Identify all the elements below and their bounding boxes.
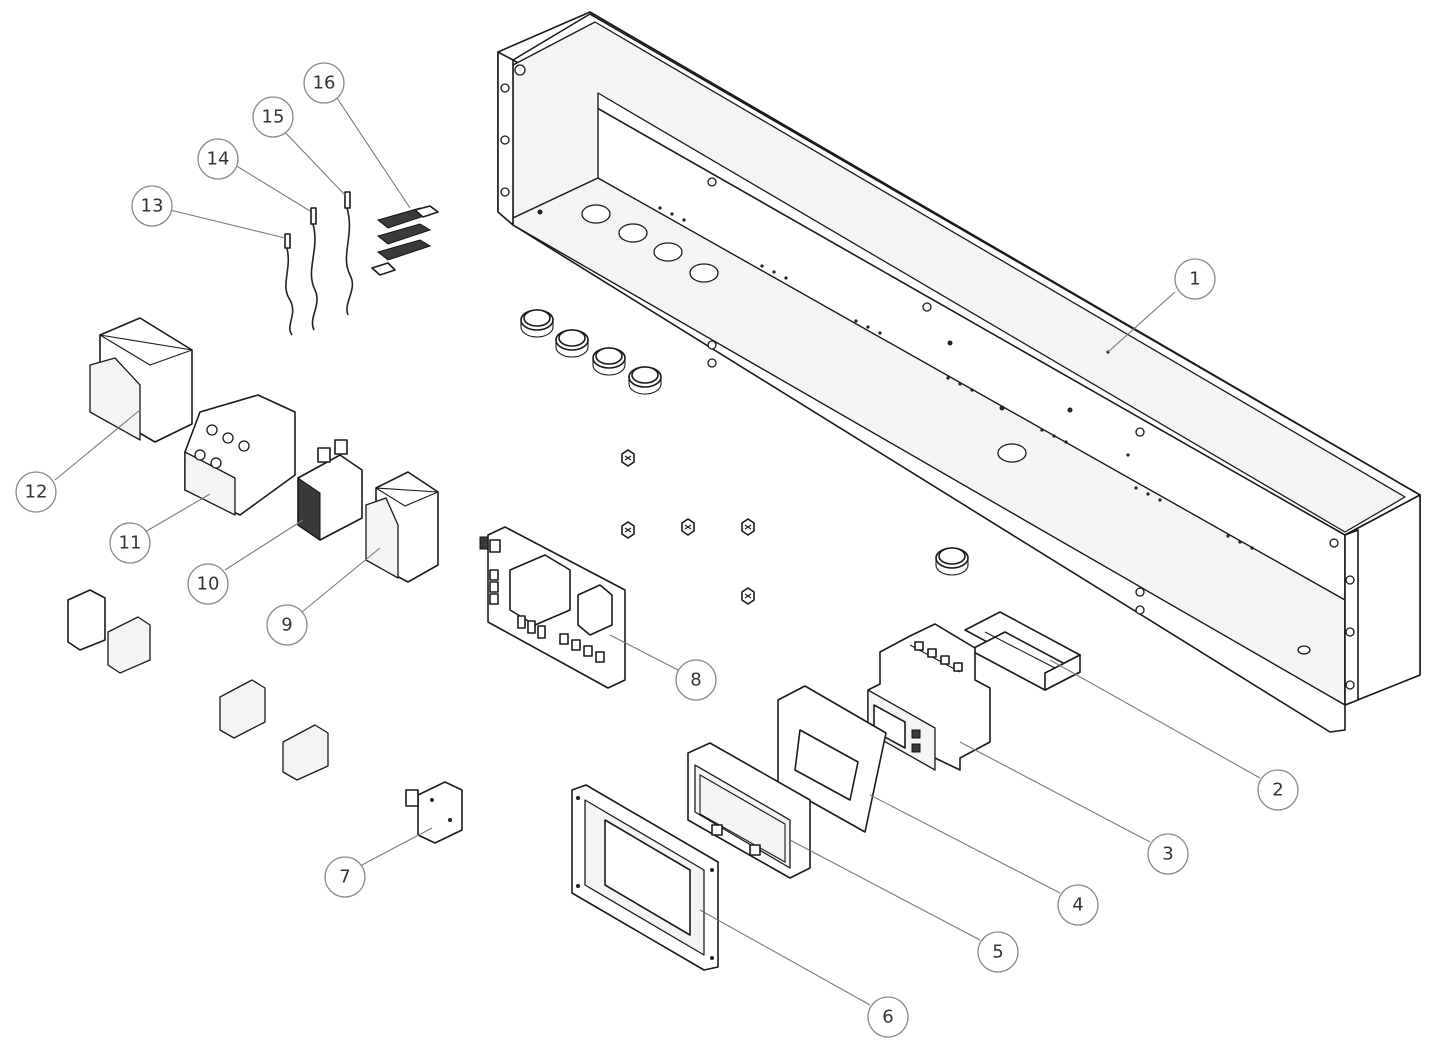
part-2-bracket	[964, 611, 1081, 691]
svg-text:5: 5	[992, 942, 1003, 963]
svg-text:11: 11	[119, 533, 142, 554]
svg-text:6: 6	[882, 1007, 893, 1028]
callout-2: 2	[1257, 769, 1299, 811]
part-4-gasket	[777, 685, 887, 833]
part-3-din-meter	[867, 623, 991, 771]
callout-8: 8	[675, 659, 717, 701]
svg-text:10: 10	[197, 574, 220, 595]
leader-lines	[54, 91, 1261, 1006]
svg-text:12: 12	[25, 482, 48, 503]
part-10-relay-module	[297, 439, 363, 541]
callout-10: 10	[187, 563, 229, 605]
svg-text:1: 1	[1189, 269, 1200, 290]
part-16-cable-bundle	[371, 205, 439, 276]
svg-text:13: 13	[141, 196, 164, 217]
svg-text:4: 4	[1072, 895, 1083, 916]
svg-text:2: 2	[1272, 780, 1283, 801]
part-6-mounting-frame	[571, 784, 719, 971]
callout-11: 11	[109, 522, 151, 564]
callout-9: 9	[266, 604, 308, 646]
svg-text:8: 8	[690, 670, 701, 691]
screws	[621, 449, 755, 605]
svg-text:9: 9	[281, 615, 292, 636]
part-8-pcb	[479, 526, 626, 689]
cable-grommets	[520, 309, 969, 576]
callout-16: 16	[303, 62, 345, 104]
svg-text:16: 16	[313, 73, 336, 94]
callout-6: 6	[867, 996, 909, 1038]
callout-3: 3	[1147, 833, 1189, 875]
part-9-din-module	[365, 471, 439, 583]
callout-13: 13	[131, 185, 173, 227]
end-caps	[67, 589, 329, 781]
part-1-enclosure	[497, 11, 1421, 733]
part-7-small-board	[405, 781, 463, 844]
callout-7: 7	[324, 856, 366, 898]
callouts: 1 2 3 4 5 6 7 8 9 10 11 12 13 14 15 16	[15, 62, 1299, 1038]
callout-15: 15	[252, 96, 294, 138]
callout-1: 1	[1174, 258, 1216, 300]
callout-4: 4	[1057, 884, 1099, 926]
callout-5: 5	[977, 931, 1019, 973]
callout-14: 14	[197, 138, 239, 180]
svg-text:15: 15	[262, 107, 285, 128]
part-5-display	[687, 742, 811, 879]
part-11-contactor	[184, 394, 296, 516]
svg-text:14: 14	[207, 149, 230, 170]
part-12-din-module	[89, 317, 193, 443]
parts-13-15-temperature-probes	[284, 191, 354, 336]
callout-12: 12	[15, 471, 57, 513]
svg-text:3: 3	[1162, 844, 1173, 865]
svg-text:7: 7	[339, 867, 350, 888]
